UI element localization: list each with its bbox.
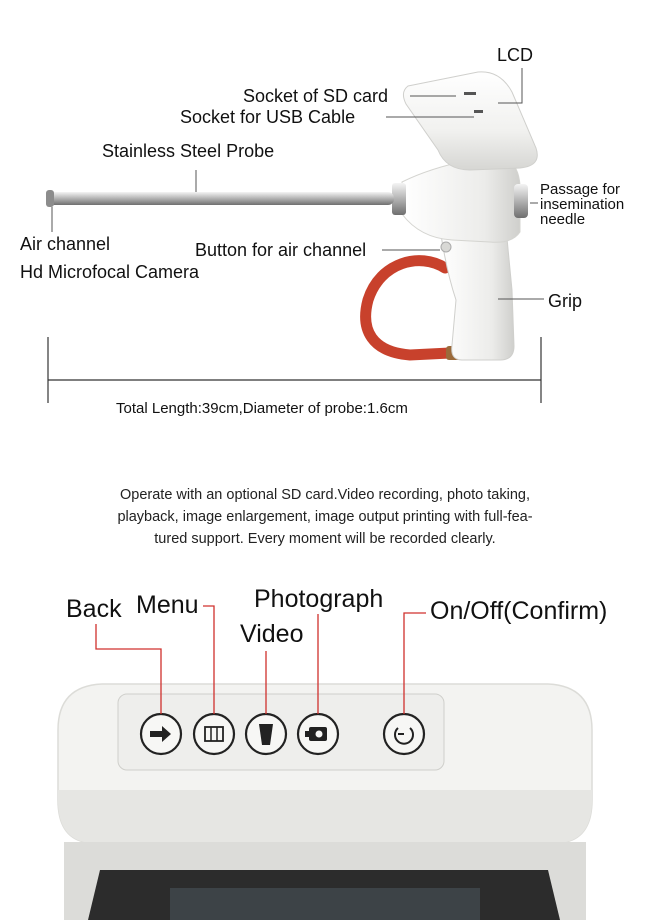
photograph-button[interactable] xyxy=(296,712,340,756)
probe-label: Stainless Steel Probe xyxy=(102,141,275,161)
air-button-label: Button for air channel xyxy=(195,240,367,260)
dimension-label: Total Length:39cm,Diameter of probe:1.6c… xyxy=(116,400,408,417)
usb-socket-label: Socket for USB Cable xyxy=(180,107,356,127)
air-channel-label: Air channel xyxy=(20,234,111,254)
arrow-right-icon xyxy=(150,726,171,742)
usb-slot xyxy=(474,110,483,113)
description-line: playback, image enlargement, image outpu… xyxy=(117,509,533,525)
power-button[interactable] xyxy=(382,712,426,756)
grip xyxy=(439,227,515,361)
grip-label: Grip xyxy=(548,291,583,311)
description-text: Operate with an optional SD card.Video r… xyxy=(40,484,610,550)
probe-tip xyxy=(46,190,54,207)
screen xyxy=(170,888,480,920)
dimension-bracket xyxy=(47,337,542,403)
air-button xyxy=(440,241,452,253)
passage-label-line3: needle xyxy=(540,211,586,228)
device-shell-shade xyxy=(58,790,592,842)
menu-button[interactable] xyxy=(192,712,236,756)
lcd-label: LCD xyxy=(497,45,534,65)
leader-lines-buttons xyxy=(95,605,426,714)
description-line: Operate with an optional SD card.Video r… xyxy=(119,487,530,503)
passage-label-line1: Passage for xyxy=(540,181,621,198)
probe-collar xyxy=(392,183,406,215)
menu-icon xyxy=(204,726,224,742)
lanyard xyxy=(360,255,476,361)
video-button[interactable] xyxy=(244,712,288,756)
leader-lines-top xyxy=(51,68,544,300)
camera-label: Hd Microfocal Camera xyxy=(20,262,200,282)
power-icon xyxy=(394,727,414,745)
sd-socket-label: Socket of SD card xyxy=(243,86,389,106)
passage-label-line2: insemination xyxy=(540,196,625,213)
description-line: tured support. Every moment will be reco… xyxy=(154,531,496,547)
photograph-label: Photograph xyxy=(254,585,384,613)
device-top-view xyxy=(57,683,593,920)
lcd-housing xyxy=(402,71,538,171)
back-button[interactable] xyxy=(139,712,183,756)
sd-slot xyxy=(464,92,476,95)
camera-icon xyxy=(305,727,327,741)
video-icon xyxy=(259,724,273,745)
video-label: Video xyxy=(240,620,304,648)
stainless-probe xyxy=(48,192,394,205)
gun-body xyxy=(401,157,521,243)
back-label: Back xyxy=(66,595,122,623)
power-label: On/Off(Confirm) xyxy=(430,597,608,625)
menu-label: Menu xyxy=(136,591,199,619)
needle-passage-knob xyxy=(514,184,528,218)
